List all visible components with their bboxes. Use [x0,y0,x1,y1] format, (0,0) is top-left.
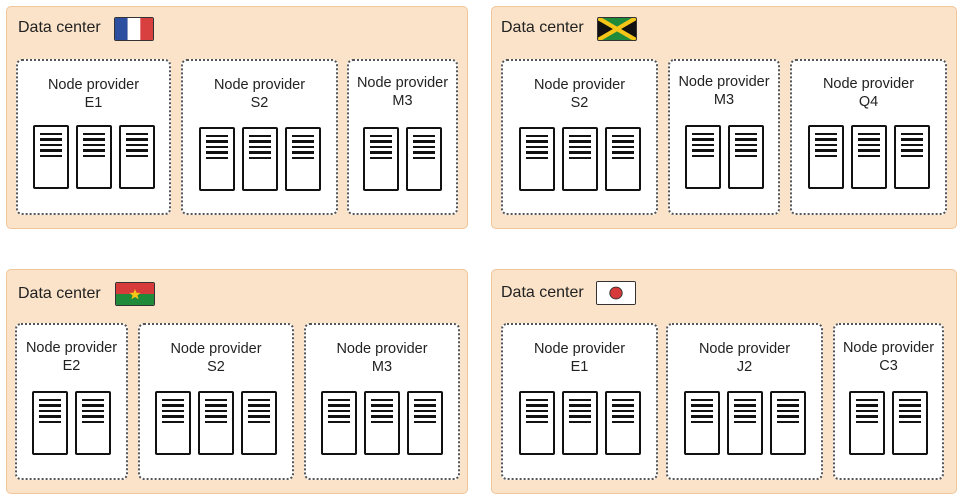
node-provider-m3: Node provider M3 [668,59,780,215]
flag-burkina-faso-icon [115,282,155,306]
node-provider-s2: Node provider S2 [138,323,294,480]
node-provider-code: M3 [392,93,413,109]
server-icon [284,127,321,191]
node-provider-label: Node provider [336,341,428,357]
node-provider-code: J2 [736,359,753,375]
node-provider-label: Node provider [25,340,118,356]
node-provider-q4: Node provider Q4 [790,59,947,215]
node-provider-j2: Node provider J2 [666,323,823,480]
datacenter-jamaica: Data center Node provider S2 Node provid… [491,6,957,229]
server-group [306,391,458,455]
node-provider-label: Node provider [698,341,791,357]
server-icon [321,391,357,455]
server-icon [75,391,111,455]
server-icon [32,125,69,189]
server-icon [849,391,885,455]
server-icon [241,127,278,191]
server-icon [75,125,112,189]
server-icon [604,127,641,191]
server-group [18,125,169,189]
datacenter-title: Data center [18,285,101,302]
server-icon [604,391,641,455]
node-provider-code: S2 [250,95,269,111]
node-provider-s2: Node provider S2 [181,59,338,215]
node-provider-label: Node provider [356,75,449,91]
node-provider-label: Node provider [533,341,626,357]
flag-japan-icon [596,281,636,305]
server-icon [407,391,443,455]
node-provider-m3: Node provider M3 [304,323,460,480]
node-provider-e2: Node provider E2 [15,323,128,480]
node-provider-code: E1 [570,359,589,375]
server-icon [518,391,555,455]
flag-jamaica-icon [597,17,637,41]
server-icon [198,391,234,455]
server-icon [406,127,442,191]
node-provider-label: Node provider [533,77,626,93]
server-icon [364,391,400,455]
server-icon [241,391,277,455]
server-icon [726,391,763,455]
node-provider-label: Node provider [822,76,915,92]
server-group [183,127,336,191]
node-provider-code: Q4 [858,94,879,110]
server-group [140,391,292,455]
server-group [503,127,656,191]
node-provider-code: M3 [371,359,393,375]
node-provider-label: Node provider [47,77,140,93]
server-group [17,391,126,455]
server-group [670,125,778,189]
node-provider-label: Node provider [678,74,770,90]
server-icon [561,391,598,455]
server-icon [850,125,887,189]
server-group [668,391,821,455]
server-icon [518,127,555,191]
server-icon [363,127,399,191]
server-icon [118,125,155,189]
node-provider-code: C3 [879,358,898,374]
node-provider-code: M3 [713,92,735,108]
node-provider-code: E2 [62,358,81,374]
node-provider-code: E1 [84,95,103,111]
server-icon [807,125,844,189]
server-icon [684,125,721,189]
server-group [349,127,456,191]
node-provider-c3: Node provider C3 [833,323,944,480]
server-icon [155,391,191,455]
node-provider-label: Node provider [842,340,935,356]
node-provider-e1: Node provider E1 [501,323,658,480]
node-provider-m3: Node provider M3 [347,59,458,215]
server-group [835,391,942,455]
node-provider-code: S2 [570,95,589,111]
node-provider-label: Node provider [213,77,306,93]
server-icon [769,391,806,455]
datacenter-title: Data center [501,19,584,36]
server-icon [727,125,764,189]
datacenter-title: Data center [18,19,101,36]
node-provider-label: Node provider [170,341,262,357]
datacenter-burkina-faso: Data center Node provider E2 Node provid… [6,269,468,494]
server-group [792,125,945,189]
server-icon [561,127,598,191]
node-provider-s2: Node provider S2 [501,59,658,215]
server-icon [683,391,720,455]
datacenter-title: Data center [501,284,584,301]
server-group [503,391,656,455]
node-provider-code: S2 [207,359,225,375]
node-provider-e1: Node provider E1 [16,59,171,215]
server-icon [892,391,928,455]
flag-france-icon [114,17,154,41]
datacenter-france: Data center Node provider E1 Node provid… [6,6,468,229]
datacenter-japan: Data center Node provider E1 Node provid… [491,269,957,494]
server-icon [32,391,68,455]
server-icon [893,125,930,189]
server-icon [198,127,235,191]
